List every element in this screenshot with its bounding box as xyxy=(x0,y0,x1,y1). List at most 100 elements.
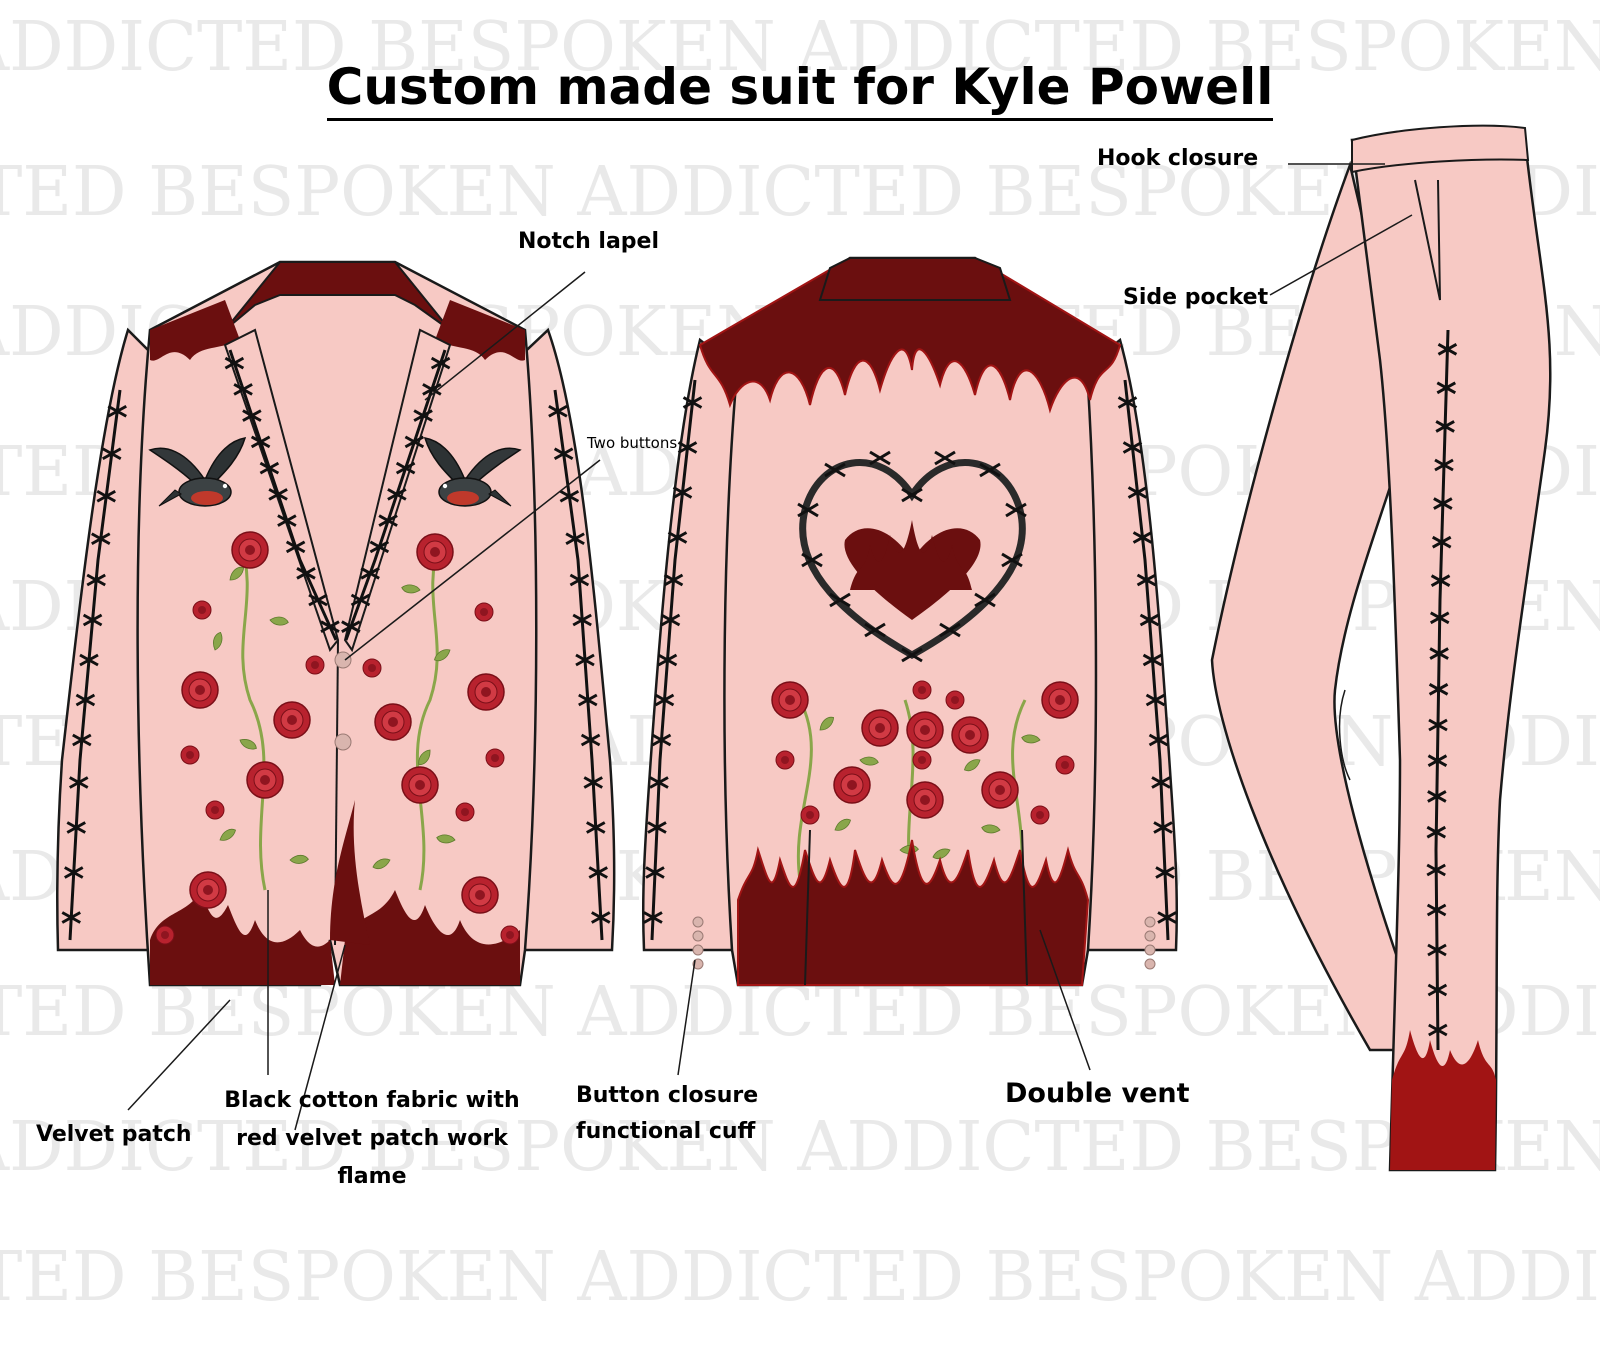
barb xyxy=(413,409,433,422)
embroidered-rose xyxy=(461,876,499,914)
heart-barb xyxy=(934,450,956,466)
barb xyxy=(1139,613,1160,627)
heart-barb xyxy=(829,592,851,608)
barb xyxy=(1426,825,1447,839)
barb xyxy=(320,620,340,633)
embroidered-rose xyxy=(181,671,219,709)
trousers-waistband xyxy=(1351,124,1530,174)
label-notch-lapel: Notch lapel xyxy=(518,229,660,254)
barb xyxy=(586,821,606,834)
front-button-1 xyxy=(334,651,352,669)
barb xyxy=(1437,342,1458,356)
barb xyxy=(565,532,585,546)
barb xyxy=(1427,983,1448,997)
back-cuff-buttons-right xyxy=(1144,916,1156,970)
label-fabric-line3: flame xyxy=(337,1164,407,1189)
heart-barb xyxy=(864,622,886,638)
barb xyxy=(91,532,111,546)
embroidered-rosebud xyxy=(500,925,520,945)
barb xyxy=(657,653,678,667)
back-vent-right xyxy=(1021,829,1028,986)
barb xyxy=(1132,531,1153,544)
barb xyxy=(1435,420,1455,433)
trousers-side xyxy=(1210,124,1552,1172)
embroidered-rose xyxy=(273,701,311,739)
barb xyxy=(75,693,96,707)
embroidered-rosebud xyxy=(945,690,965,710)
page-title: Custom made suit for Kyle Powell xyxy=(0,58,1600,121)
barb xyxy=(583,776,603,789)
barb xyxy=(1142,653,1163,667)
barb xyxy=(1429,647,1449,660)
barb xyxy=(422,383,442,396)
embroidered-rose xyxy=(1041,681,1079,719)
barb xyxy=(86,573,106,587)
barb xyxy=(663,573,684,587)
barb xyxy=(102,447,122,461)
embroidered-rosebud xyxy=(800,805,820,825)
barb xyxy=(224,356,245,370)
barb xyxy=(1428,718,1448,732)
embroidered-rosebud xyxy=(912,750,932,770)
heart-barb xyxy=(974,592,996,608)
barb xyxy=(578,693,598,707)
barb xyxy=(404,435,425,449)
heart-barb xyxy=(869,450,891,466)
barb xyxy=(66,821,86,834)
barb xyxy=(1428,1023,1448,1037)
barb xyxy=(242,409,262,422)
embroidered-rosebud xyxy=(205,800,225,820)
barb xyxy=(672,486,693,499)
heart-barb xyxy=(801,552,823,568)
barb xyxy=(360,567,380,580)
barb xyxy=(308,593,328,607)
front-left-lapel-wire xyxy=(228,349,338,641)
barb xyxy=(1436,381,1457,395)
barb xyxy=(233,383,253,396)
embroidered-rose xyxy=(374,703,412,741)
barb xyxy=(643,911,663,924)
barb xyxy=(96,489,116,503)
barb xyxy=(250,435,271,449)
label-two-buttons: Two buttons xyxy=(587,434,678,452)
barb xyxy=(1127,486,1148,499)
barb xyxy=(654,693,675,707)
barb xyxy=(1122,441,1143,454)
embroidered-rosebud xyxy=(180,745,200,765)
embroidered-rose xyxy=(416,533,454,571)
barb xyxy=(667,531,688,544)
front-shoulder-velvet-right xyxy=(435,300,525,361)
barb xyxy=(1434,458,1454,472)
label-cuff-line1: Button closure xyxy=(576,1083,759,1108)
barb xyxy=(1155,866,1175,879)
barb xyxy=(1136,573,1157,587)
embroidered-rose xyxy=(906,781,944,819)
barb xyxy=(1433,497,1453,510)
heart-barb xyxy=(797,502,819,518)
label-cuff-line2: functional cuff xyxy=(576,1119,756,1144)
barb xyxy=(341,620,361,633)
barb xyxy=(1151,776,1171,789)
barb xyxy=(82,613,103,627)
barb xyxy=(79,653,99,667)
trousers-leg-back xyxy=(1210,160,1432,1052)
label-side-pocket: Side pocket xyxy=(1123,285,1269,310)
heart-barb xyxy=(1005,502,1027,518)
heart-barb xyxy=(901,487,923,503)
barb xyxy=(268,488,288,501)
embroidered-rosebud xyxy=(485,748,505,768)
barb xyxy=(350,593,371,607)
barb xyxy=(1153,821,1173,834)
label-hook-closure: Hook closure xyxy=(1097,146,1259,171)
barb xyxy=(660,613,681,627)
barb xyxy=(1117,396,1138,409)
barb xyxy=(548,404,568,418)
barb xyxy=(259,461,280,475)
heart-barb xyxy=(1001,552,1023,568)
embroidered-rose xyxy=(231,531,269,569)
barb xyxy=(395,461,416,475)
barb xyxy=(1145,693,1166,707)
back-cuff-buttons-left xyxy=(692,916,704,970)
trousers-hem-flames xyxy=(1390,1030,1496,1170)
barb xyxy=(1429,611,1450,625)
